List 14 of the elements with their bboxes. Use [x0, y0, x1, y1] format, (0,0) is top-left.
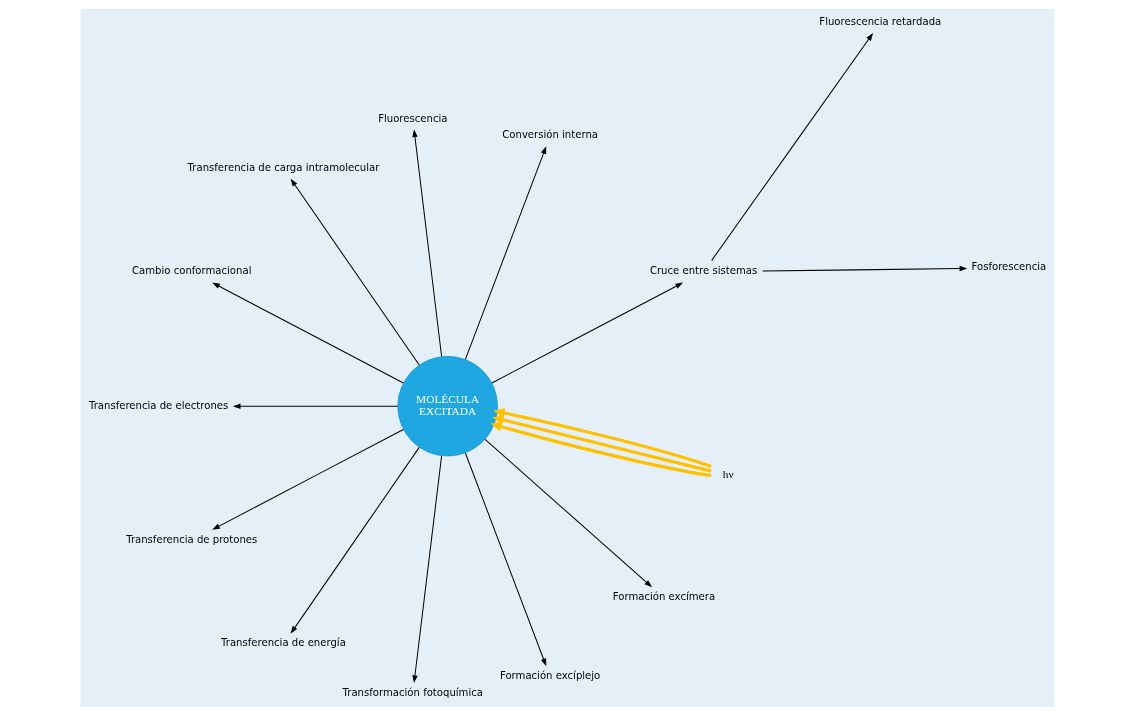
node-text: Transformación fotoquímica	[342, 686, 483, 698]
node-text: Fluorescencia	[377, 112, 447, 124]
node-text: Cambio conformacional	[131, 264, 251, 276]
node-text: Formación excíplejo	[499, 669, 600, 681]
node-text: Conversión interna	[501, 128, 598, 140]
node-text: Transferencia de energía	[220, 636, 346, 648]
node-text: Transferencia de protones	[125, 533, 257, 545]
node-text: hν	[722, 467, 734, 480]
node-text: Cruce entre sistemas	[649, 264, 757, 276]
node-text: Formación excímera	[612, 590, 715, 602]
node-text: Fluorescencia retardada	[818, 15, 941, 27]
node-text: Transferencia de carga intramolecular	[187, 161, 379, 173]
node-text: Fosforescencia	[971, 260, 1046, 272]
node-text: Transferencia de electrones	[88, 399, 228, 411]
